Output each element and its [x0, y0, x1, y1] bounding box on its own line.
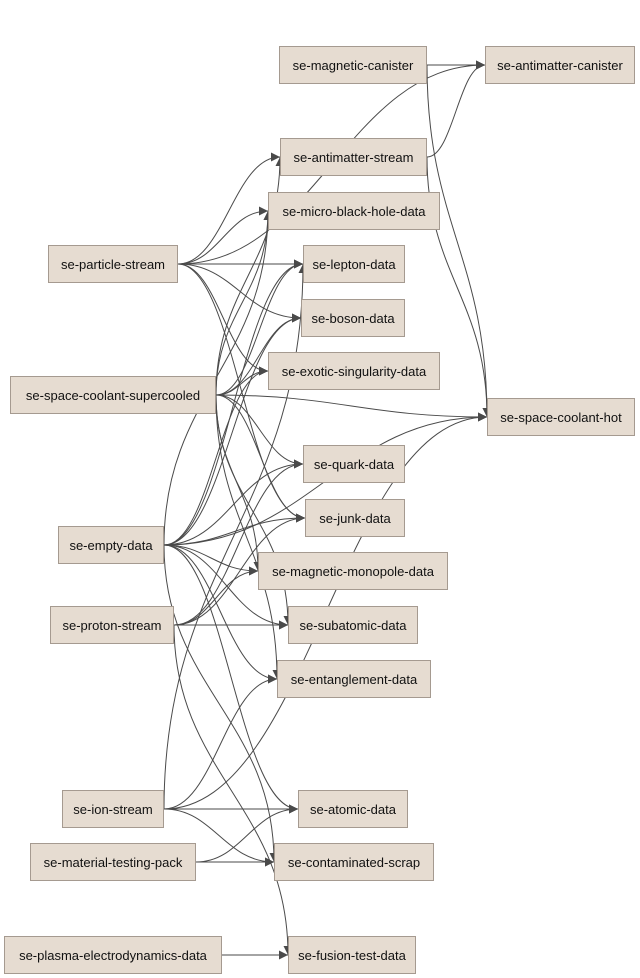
- node-material-testing-pack[interactable]: se-material-testing-pack: [30, 843, 196, 881]
- node-antimatter-canister[interactable]: se-antimatter-canister: [485, 46, 635, 84]
- node-magnetic-canister[interactable]: se-magnetic-canister: [279, 46, 427, 84]
- edge-coolant-supercooled-to-junk: [215, 394, 306, 523]
- node-space-coolant-hot[interactable]: se-space-coolant-hot: [487, 398, 635, 436]
- node-micro-black-hole-data[interactable]: se-micro-black-hole-data: [268, 192, 440, 230]
- edge-antimatter-stream-to-antimatter-canister: [426, 60, 486, 158]
- node-antimatter-stream[interactable]: se-antimatter-stream: [280, 138, 427, 176]
- edge-proton-stream-to-quark: [173, 459, 304, 626]
- edge-empty-to-subatomic: [163, 544, 289, 630]
- edge-empty-to-quark: [163, 459, 304, 546]
- node-junk-data[interactable]: se-junk-data: [305, 499, 405, 537]
- edge-proton-stream-to-magnetic-monopole: [173, 566, 259, 626]
- edge-particle-stream-to-boson: [177, 263, 302, 323]
- edge-coolant-supercooled-to-quark: [215, 394, 304, 469]
- edge-empty-to-lepton: [163, 259, 304, 546]
- edge-particle-stream-to-micro-black-hole: [177, 206, 269, 265]
- node-fusion-test-data[interactable]: se-fusion-test-data: [288, 936, 416, 974]
- node-plasma-electrodynamics-data[interactable]: se-plasma-electrodynamics-data: [4, 936, 222, 974]
- edge-magnetic-canister-to-coolant-hot: [426, 64, 492, 418]
- edge-particle-stream-to-exotic-singularity: [177, 263, 269, 376]
- node-quark-data[interactable]: se-quark-data: [303, 445, 405, 483]
- edge-empty-to-exotic-singularity: [163, 366, 269, 546]
- edge-particle-stream-to-antimatter-stream: [177, 152, 281, 265]
- edge-coolant-supercooled-to-entanglement: [215, 394, 282, 680]
- node-entanglement-data[interactable]: se-entanglement-data: [277, 660, 431, 698]
- node-subatomic-data[interactable]: se-subatomic-data: [288, 606, 418, 644]
- edge-ion-stream-to-contaminated-scrap: [163, 808, 275, 867]
- node-proton-stream[interactable]: se-proton-stream: [50, 606, 174, 644]
- node-space-coolant-supercooled[interactable]: se-space-coolant-supercooled: [10, 376, 216, 414]
- edge-empty-to-boson: [163, 313, 302, 546]
- edge-material-testing-to-atomic: [195, 804, 299, 863]
- edge-proton-stream-to-fusion-test: [173, 624, 293, 956]
- edge-empty-to-entanglement: [163, 544, 278, 684]
- node-ion-stream[interactable]: se-ion-stream: [62, 790, 164, 828]
- node-lepton-data[interactable]: se-lepton-data: [303, 245, 405, 283]
- edge-empty-to-contaminated-scrap: [163, 544, 279, 863]
- node-particle-stream[interactable]: se-particle-stream: [48, 245, 178, 283]
- node-exotic-singularity-data[interactable]: se-exotic-singularity-data: [268, 352, 440, 390]
- edge-coolant-supercooled-to-coolant-hot: [215, 394, 488, 422]
- node-magnetic-monopole-data[interactable]: se-magnetic-monopole-data: [258, 552, 448, 590]
- node-contaminated-scrap[interactable]: se-contaminated-scrap: [274, 843, 434, 881]
- edge-coolant-supercooled-to-lepton: [215, 259, 304, 396]
- edge-proton-stream-to-junk: [173, 513, 306, 626]
- node-boson-data[interactable]: se-boson-data: [301, 299, 405, 337]
- edge-empty-to-atomic: [163, 544, 299, 814]
- edge-coolant-supercooled-to-micro-black-hole: [215, 210, 273, 396]
- node-atomic-data[interactable]: se-atomic-data: [298, 790, 408, 828]
- node-empty-data[interactable]: se-empty-data: [58, 526, 164, 564]
- edge-ion-stream-to-entanglement: [163, 674, 278, 810]
- edge-empty-to-micro-black-hole: [163, 210, 273, 546]
- edge-empty-to-magnetic-monopole: [163, 544, 259, 576]
